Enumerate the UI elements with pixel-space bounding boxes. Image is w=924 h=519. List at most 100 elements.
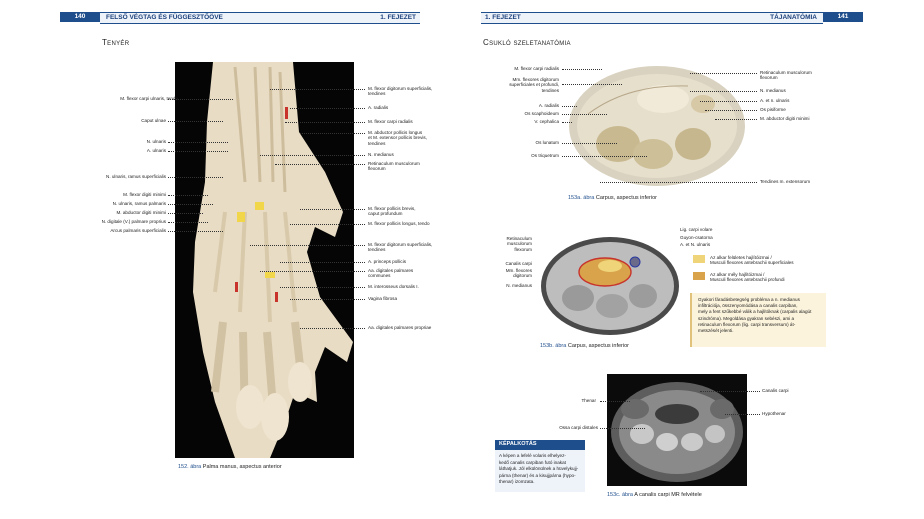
- leader-line: [280, 287, 365, 288]
- label-a-n-ulnaris-2: A. et N. ulnaris: [680, 242, 711, 247]
- leader-line: [600, 428, 645, 429]
- leader-line: [562, 122, 572, 123]
- leader-line: [168, 177, 223, 178]
- label-lig-carpi-volare: Lig. carpi volare: [680, 227, 713, 232]
- label-fpb: M. flexor pollicis brevis, caput profund…: [368, 206, 416, 217]
- right-page-number: 141: [823, 12, 863, 22]
- leader-line: [600, 182, 757, 183]
- caption-number: 153b. ábra: [540, 343, 567, 349]
- leader-line: [260, 271, 365, 272]
- label-canalis-carpi: Canalis carpi: [505, 261, 532, 266]
- leader-line: [168, 142, 228, 143]
- label-fcu-tendo: M. flexor carpi ulnaris, tendo: [120, 96, 178, 101]
- label-n-medianus-3: N. medianus: [506, 283, 532, 288]
- mri-caption: 153c. ábra A canalis carpi MR felvétele: [607, 492, 702, 498]
- leader-line: [300, 328, 365, 329]
- label-canalis-carpi-mri: Canalis carpi: [762, 388, 789, 393]
- left-chapter: 1. FEJEZET: [380, 14, 416, 21]
- imaging-box-title: KÉPALKOTÁS: [499, 441, 537, 447]
- leader-line: [700, 101, 757, 102]
- leader-line: [562, 84, 622, 85]
- label-fds-tendines: M. flexor digitorum superficialis, tendi…: [368, 86, 433, 97]
- label-mm-flexores-dig: Mm. flexores digitorum: [505, 268, 532, 279]
- caption-number: 153c. ábra: [607, 492, 633, 498]
- caption-text: Carpus, aspectus inferior: [595, 195, 657, 201]
- leader-line: [260, 155, 365, 156]
- leader-line: [168, 231, 223, 232]
- leader-line: [562, 114, 607, 115]
- leader-line: [562, 156, 647, 157]
- label-fcr-2: M. flexor carpi radialis: [514, 66, 559, 71]
- mri-image: [607, 374, 747, 486]
- leader-line: [280, 262, 365, 263]
- label-a-radialis-2: A. radialis: [538, 103, 559, 108]
- leader-line: [168, 151, 228, 152]
- imaging-box-text: A képen a lefelé volaris elhelyez- kedő …: [499, 453, 579, 485]
- right-section-title: Csukló szeletanatómia: [483, 38, 571, 47]
- caption-number: 153a. ábra: [568, 195, 595, 201]
- label-os-lunatum: Os lunatum: [535, 140, 560, 145]
- info-box: Gyakori fáradásbetegség probléma a n. me…: [690, 293, 826, 347]
- fig1-caption: 153a. ábra Carpus, aspectus inferior: [568, 195, 657, 201]
- label-n-ulnaris-palmaris: N. ulnaris, ramus palmaris: [112, 201, 166, 206]
- leader-line: [705, 110, 757, 111]
- label-arcus-palmaris: Arcus palmaris superficialis: [110, 228, 166, 233]
- leader-line: [168, 121, 223, 122]
- label-interosseus: M. interosseus dorsalis I.: [368, 284, 419, 289]
- label-v-cephalica: V. cephalica: [534, 119, 559, 124]
- leader-line: [725, 414, 760, 415]
- caption-text: A canalis carpi MR felvétele: [634, 492, 702, 498]
- leader-line: [290, 224, 365, 225]
- left-header-bar: FELSŐ VÉGTAG ÉS FÜGGESZTŐÖVE 1. FEJEZET: [100, 12, 420, 24]
- left-figure-caption: 152. ábra Palma manus, aspectus anterior: [178, 464, 282, 470]
- leader-line: [300, 133, 365, 134]
- carpal-tunnel-diagram: [541, 237, 679, 335]
- label-vagina-fibrosa: Vagina fibrosa: [368, 296, 398, 301]
- label-a-ulnaris: A. ulnaris: [146, 148, 166, 153]
- right-header-bar: 1. FEJEZET TÁJANATÓMIA: [481, 12, 823, 24]
- caption-text: Palma manus, aspectus anterior: [202, 464, 282, 470]
- leader-line: [270, 89, 365, 90]
- info-box-text: Gyakori fáradásbetegség probléma a n. me…: [698, 297, 812, 334]
- label-n-ulnaris: N. ulnaris: [146, 139, 166, 144]
- legend-swatch-profundus: [693, 272, 705, 280]
- label-fpl-tendo: M. flexor pollicis longus, tendo: [368, 221, 430, 226]
- label-a-n-ulnaris: A. et n. ulnaris: [760, 98, 790, 103]
- leader-line: [168, 195, 208, 196]
- right-header-title: TÁJANATÓMIA: [770, 14, 817, 21]
- leader-line: [600, 401, 630, 402]
- label-caput-ulnae: Caput ulnae: [141, 118, 166, 123]
- leader-line: [300, 209, 365, 210]
- wrist-cross-section-photo: [569, 66, 745, 186]
- leader-line: [290, 108, 365, 109]
- fig2-caption: 153b. ábra Carpus, aspectus inferior: [540, 343, 629, 349]
- label-adm: M. abductor digiti minimi: [116, 210, 166, 215]
- leader-line: [250, 245, 365, 246]
- legend-profundus: Az alkar mély hajlítóizmai / Musculi fle…: [710, 272, 785, 283]
- leader-line: [700, 391, 760, 392]
- left-page-number: 140: [60, 12, 100, 22]
- label-n-ulnaris-superficialis: N. ulnaris, ramus superficialis: [106, 174, 166, 179]
- label-os-pisiforme: Os pisiforme: [760, 107, 786, 112]
- leader-line: [690, 73, 757, 74]
- label-guyon: Guyon-csatorna: [680, 235, 713, 240]
- label-retinaculum: Retinaculum musculorum flexorum: [368, 161, 420, 172]
- label-aa-digitales-propriae: Aa. digitales palmares propriae: [368, 325, 432, 330]
- label-thenar: Thenar: [581, 398, 596, 403]
- imaging-box-header: KÉPALKOTÁS: [495, 440, 585, 450]
- hand-dissection-photo: [175, 62, 354, 458]
- label-n-medianus: N. medianus: [368, 152, 394, 157]
- leader-line: [285, 122, 365, 123]
- label-fcr: M. flexor carpi radialis: [368, 119, 413, 124]
- label-fdm: M. flexor digiti minimi: [123, 192, 166, 197]
- label-adm-2: M. abductor digiti minimi: [760, 116, 810, 121]
- legend-swatch-superficial: [693, 255, 705, 263]
- leader-line: [168, 213, 203, 214]
- leader-line: [562, 69, 602, 70]
- leader-line: [562, 143, 617, 144]
- right-chapter: 1. FEJEZET: [485, 14, 521, 21]
- leader-line: [562, 106, 577, 107]
- caption-number: 152. ábra: [178, 464, 202, 470]
- label-tendines-extensorum: Tendines m. extensorum: [760, 179, 811, 184]
- label-ossa-carpi-distales: Ossa carpi distales: [559, 425, 598, 430]
